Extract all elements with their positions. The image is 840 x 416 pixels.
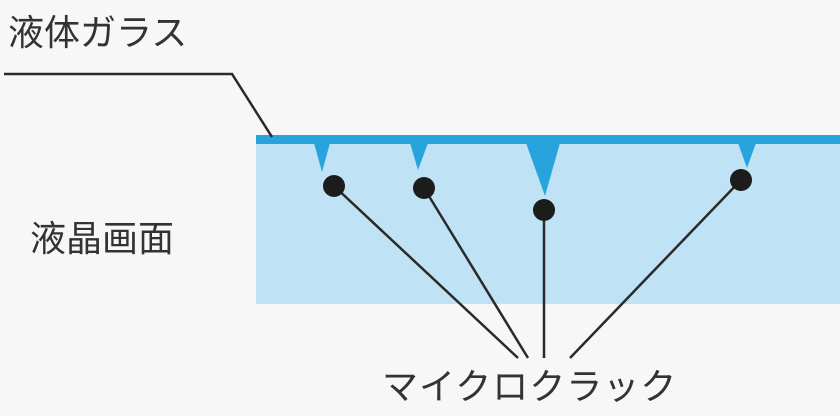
crack-fill-4 xyxy=(738,143,756,168)
glass-leader-line xyxy=(4,72,274,138)
crack-leader-line-2 xyxy=(422,187,530,359)
crack-dot-3 xyxy=(533,199,555,221)
micro-crack-label: マイクロクラック xyxy=(382,367,678,408)
crack-dot-1 xyxy=(323,175,345,197)
crack-fill-2 xyxy=(410,143,428,170)
liquid-glass-label: 液体ガラス xyxy=(8,13,188,54)
crack-dot-2 xyxy=(413,177,435,199)
crack-fill-1 xyxy=(314,143,330,172)
lcd-screen-label: 液晶画面 xyxy=(30,219,175,260)
crack-fill-3 xyxy=(526,143,560,196)
crack-leader-line-1 xyxy=(333,185,519,359)
crack-dot-4 xyxy=(730,169,752,191)
crack-leader-line-4 xyxy=(569,179,742,359)
liquid-glass-layer xyxy=(256,135,840,144)
